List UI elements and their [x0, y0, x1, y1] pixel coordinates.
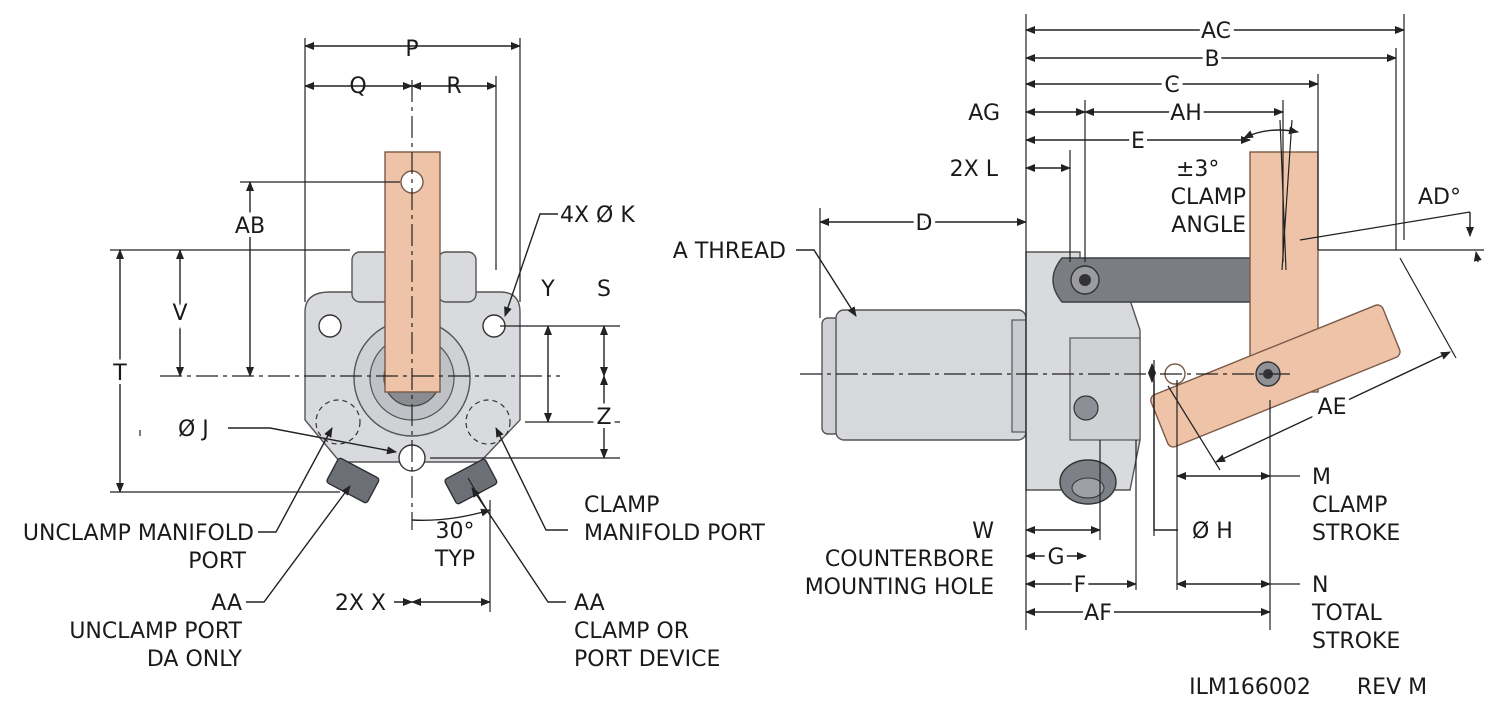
dim-ah-label: AH: [1170, 101, 1202, 126]
total-stroke-callout-2: STROKE: [1312, 629, 1400, 654]
dim-x-label: 2X X: [335, 591, 386, 616]
dim-p-label: P: [405, 37, 418, 62]
dim-af-label: AF: [1084, 601, 1112, 626]
counterbore-callout: COUNTERBORE: [825, 547, 994, 572]
total-stroke-callout: TOTAL: [1311, 601, 1383, 626]
clamp-angle-callout-2: ANGLE: [1171, 213, 1246, 238]
dim-ae-label: AE: [1318, 395, 1347, 420]
angle-30-label: 30°: [436, 519, 475, 544]
dim-w-label: W: [972, 519, 994, 544]
dim-t-label: T: [112, 361, 127, 386]
right-view: AC B C AG AH E 2X L D ±3° CLAMP ANGLE AD…: [673, 14, 1484, 654]
dim-r-label: R: [446, 74, 461, 99]
clamp-angle-value: ±3°: [1176, 157, 1219, 182]
dim-s-label: S: [597, 277, 611, 302]
counterbore-callout-2: MOUNTING HOLE: [805, 575, 994, 600]
pivot-support-right: [437, 251, 477, 303]
dim-n-label: N: [1312, 573, 1328, 598]
aa-clamp-callout-3: PORT DEVICE: [574, 647, 720, 672]
unclamp-port-device: [326, 457, 380, 504]
clamp-manifold-callout: CLAMP: [584, 493, 659, 518]
clamp-stroke-callout: CLAMP: [1312, 493, 1387, 518]
unclamp-manifold-callout-2: PORT: [188, 549, 246, 574]
dim-ad-label: AD°: [1418, 185, 1461, 210]
dim-ab-label: AB: [235, 214, 265, 239]
clamp-stroke-callout-2: STROKE: [1312, 521, 1400, 546]
pivot-support-left: [351, 251, 391, 303]
drawing-number: ILM166002: [1189, 675, 1311, 700]
dim-g-label: G: [1047, 545, 1064, 570]
dim-z-label: Z: [596, 405, 611, 430]
typ-label: TYP: [434, 547, 475, 572]
revision-label: REV M: [1357, 675, 1427, 700]
dim-l-label: 2X L: [950, 157, 999, 182]
dim-c-label: C: [1164, 73, 1179, 98]
aa-clamp-callout-2: CLAMP OR: [574, 619, 689, 644]
dim-q-label: Q: [349, 74, 366, 99]
fitting: [1073, 395, 1099, 421]
dim-v-label: V: [172, 301, 187, 326]
a-thread-callout: A THREAD: [673, 239, 786, 264]
dim-e-label: E: [1131, 129, 1145, 154]
dim-m-label: M: [1312, 465, 1331, 490]
unclamp-manifold-port-hidden: [315, 399, 361, 445]
dim-h-label: Ø H: [1192, 519, 1233, 544]
cylinder-body: [835, 309, 1027, 441]
clamp-port-device: [444, 458, 498, 505]
dim-k-label: 4X Ø K: [560, 203, 635, 228]
dim-ag-label: AG: [968, 101, 1000, 126]
aa-clamp-callout: AA: [574, 591, 605, 616]
clamp-angle-callout: CLAMP: [1171, 185, 1246, 210]
aa-unclamp-callout: AA: [211, 591, 242, 616]
clamp-manifold-callout-2: MANIFOLD PORT: [584, 521, 765, 546]
aa-unclamp-callout-2: UNCLAMP PORT: [69, 619, 242, 644]
dim-ac-label: AC: [1201, 19, 1231, 44]
unclamp-manifold-callout: UNCLAMP MANIFOLD: [23, 521, 254, 546]
mounting-hole: [318, 314, 342, 338]
dim-f-label: F: [1074, 573, 1087, 598]
dim-d-label: D: [916, 211, 933, 236]
dim-y-label: Y: [540, 277, 555, 302]
dim-j-label: Ø J: [178, 417, 209, 442]
aa-unclamp-callout-3: DA ONLY: [147, 647, 243, 672]
clamp-manifold-port-hidden: [465, 399, 511, 445]
left-view: P Q R AB V T Y S Z 4X Ø K Ø J 30° TYP 2X…: [23, 37, 766, 672]
dim-b-label: B: [1204, 47, 1219, 72]
